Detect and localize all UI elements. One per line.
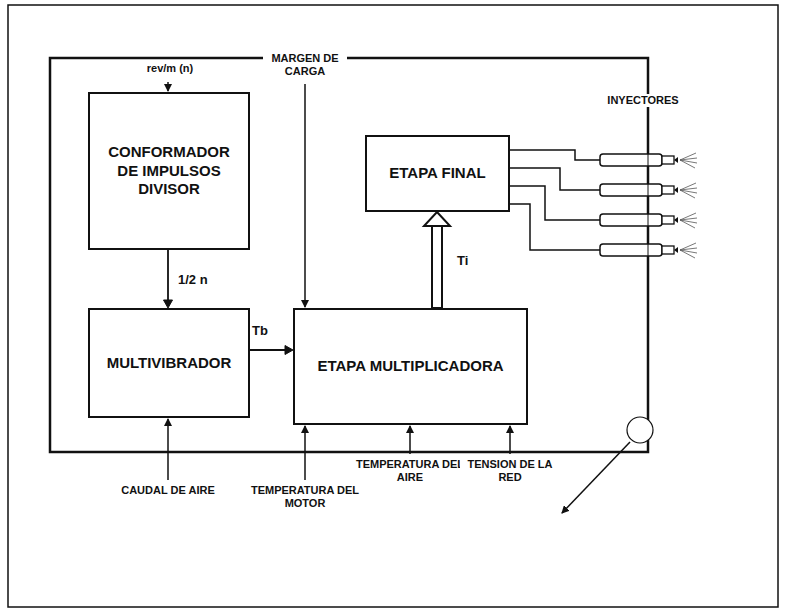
signal-label: TENSION DE LA RED xyxy=(460,458,560,484)
callout-arrow xyxy=(562,442,630,513)
injector-symbols xyxy=(600,153,697,258)
signal-label: TEMPERATURA DEL AIRE xyxy=(355,458,465,484)
box-title: MULTIVIBRADOR xyxy=(107,354,232,373)
signal-connector xyxy=(164,250,173,308)
box-title: ETAPA MULTIPLICADORA xyxy=(317,357,503,376)
signal-label: CAUDAL DE AIRE xyxy=(118,484,218,497)
signal-connector xyxy=(424,212,450,308)
page-frame xyxy=(8,5,778,607)
box-title: CONFORMADOR DE IMPULSOS DIVISOR xyxy=(98,143,240,199)
signal-label: INYECTORES xyxy=(588,94,698,107)
signal-label: rev/m (n) xyxy=(120,62,220,75)
process-box: CONFORMADOR DE IMPULSOS DIVISOR xyxy=(88,92,250,250)
process-box: MULTIVIBRADOR xyxy=(88,308,250,418)
injector-wires xyxy=(510,150,600,250)
ecu-housing xyxy=(50,58,648,452)
edge-label: 1/2 n xyxy=(176,272,210,287)
callout-circle xyxy=(627,417,653,443)
signal-connector xyxy=(250,346,293,355)
box-title: ETAPA FINAL xyxy=(389,164,485,183)
edge-label: Ti xyxy=(455,253,470,268)
process-box: ETAPA FINAL xyxy=(365,135,510,212)
edge-label: Tb xyxy=(250,323,270,338)
signal-label: TEMPERATURA DEL MOTOR xyxy=(250,484,360,510)
signal-label: MARGEN DE CARGA xyxy=(263,52,347,78)
process-box: ETAPA MULTIPLICADORA xyxy=(293,308,528,425)
